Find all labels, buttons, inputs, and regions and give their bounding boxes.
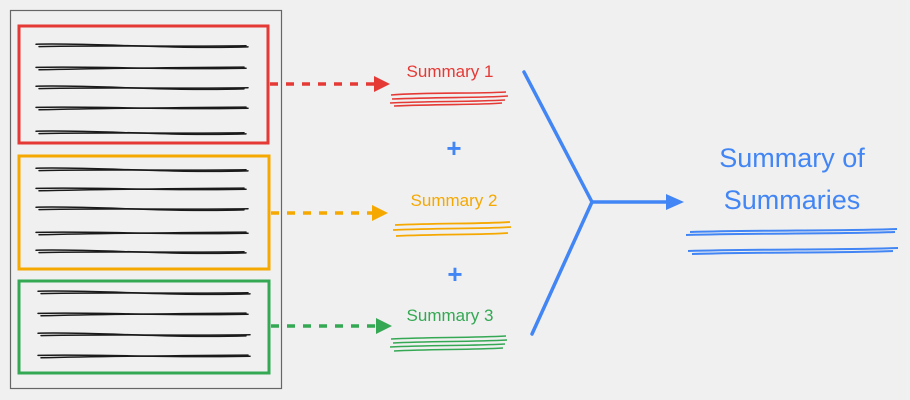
summary-3-underline — [389, 335, 508, 352]
dashed-arrow-2 — [271, 205, 388, 221]
dashed-arrow-1 — [270, 76, 390, 92]
scribble-line — [38, 187, 245, 192]
scribble-line — [38, 207, 249, 211]
result-underline — [685, 228, 899, 255]
plus-operator-2: + — [447, 259, 463, 289]
scribble-line — [38, 231, 247, 236]
chunk-box-1 — [17, 24, 270, 145]
result-title-line-1: Summary of — [719, 143, 865, 173]
scribble-line — [38, 168, 247, 172]
chunk-box-2 — [17, 154, 271, 271]
scribble-line — [38, 86, 249, 90]
scribble-line — [40, 291, 249, 295]
merge-bracket — [522, 70, 594, 336]
summary-1-label: Summary 1 — [406, 62, 494, 81]
result-title-line-2: Summaries — [723, 185, 861, 215]
scribble-line — [38, 44, 247, 48]
chunk-1-scribbles — [35, 43, 249, 136]
summary-3-label: Summary 3 — [406, 306, 494, 325]
scribble-line — [40, 333, 251, 337]
scribble-line — [40, 312, 247, 317]
scribble-line — [38, 250, 245, 254]
scribble-line — [38, 106, 247, 111]
scribble-line — [38, 66, 245, 71]
merge-arrow — [592, 194, 684, 210]
summary-2-underline — [392, 221, 512, 237]
plus-operator-1: + — [446, 133, 462, 163]
result-title: Summary of Summaries — [719, 137, 865, 221]
chunk-box-3 — [17, 279, 271, 375]
chunk-2-scribbles — [35, 167, 249, 255]
summary-1-underline — [389, 91, 509, 107]
document-outline — [9, 9, 283, 390]
scribble-line — [38, 131, 245, 135]
dashed-arrow-3 — [271, 318, 392, 334]
scribble-line — [40, 354, 249, 359]
chunk-3-scribbles — [37, 290, 251, 359]
summary-2-label: Summary 2 — [410, 191, 498, 210]
